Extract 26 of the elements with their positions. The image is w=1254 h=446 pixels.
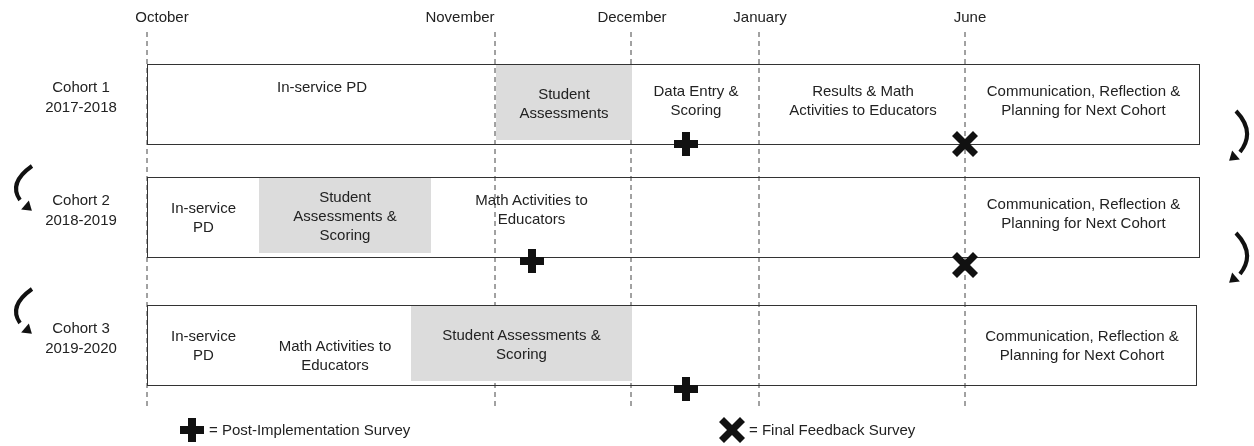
legend-text: = Post-Implementation Survey <box>209 421 411 438</box>
shaded-phase <box>411 306 632 381</box>
phase-text: In-service PD <box>170 326 237 364</box>
phase-text: In-service PD <box>170 198 237 236</box>
phase-text: Results & Math Activities to Educators <box>788 81 938 119</box>
phase-text: Math Activities to Educators <box>474 190 589 228</box>
month-label: December <box>597 8 667 25</box>
month-label: June <box>953 8 987 25</box>
phase-text: Communication, Reflection & Planning for Next Cohort <box>984 326 1180 364</box>
phase-text: Data Entry & Scoring <box>652 81 740 119</box>
month-label: January <box>733 8 787 25</box>
legend-text: = Final Feedback Survey <box>749 421 916 438</box>
phase-text: Communication, Reflection & Planning for Next Cohort <box>985 194 1182 232</box>
shaded-phase <box>259 178 431 253</box>
phase-text: In-service PD <box>277 77 367 96</box>
shaded-phase <box>496 65 632 140</box>
cohort-label: Cohort 2 2018-2019 <box>44 190 118 230</box>
phase-text: Communication, Reflection & Planning for Next Cohort <box>985 81 1182 119</box>
month-label: October <box>135 8 189 25</box>
cohort-label: Cohort 1 2017-2018 <box>44 77 118 117</box>
month-label: November <box>425 8 495 25</box>
phase-text: Student Assessments <box>518 83 610 122</box>
phase-text: Math Activities to Educators <box>277 336 393 374</box>
phase-text: Student Assessments & Scoring <box>292 187 398 244</box>
cohort-label: Cohort 3 2019-2020 <box>44 318 118 358</box>
phase-text: Student Assessments & Scoring <box>441 324 602 363</box>
